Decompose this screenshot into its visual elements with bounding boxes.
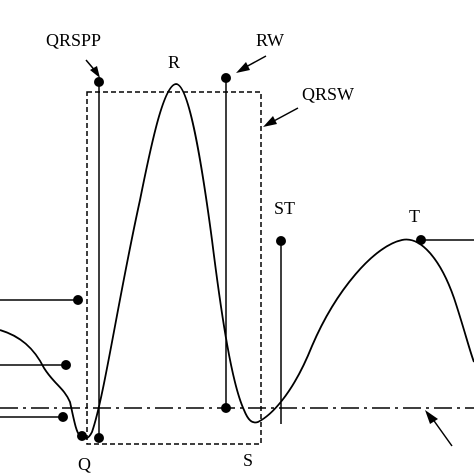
rw-arrowhead: [236, 62, 250, 73]
st-top-dot: [276, 236, 286, 246]
left-marker-dot-2: [61, 360, 71, 370]
label-qrspp: QRSPP: [46, 30, 101, 50]
qrsw-dashed-box: [86, 91, 262, 445]
label-rw: RW: [256, 30, 284, 50]
rw-bottom-dot: [221, 403, 231, 413]
baseline-arrow-line: [431, 417, 453, 447]
ecg-waveform-curve: [0, 83, 474, 440]
qrspp-bottom-dot: [94, 433, 104, 443]
label-st: ST: [274, 198, 295, 218]
left-marker-dot-1: [73, 295, 83, 305]
left-marker-dot-3: [58, 412, 68, 422]
baseline-arrowhead: [425, 410, 438, 424]
label-qrsw: QRSW: [302, 84, 354, 104]
qrsw-arrow-line: [271, 107, 299, 123]
qrspp-arrowhead: [90, 66, 100, 78]
q-point-dot: [77, 431, 87, 441]
label-r: R: [168, 52, 180, 72]
label-q: Q: [78, 454, 91, 474]
rw-top-dot: [221, 73, 231, 83]
qrspp-top-dot: [94, 77, 104, 87]
label-t: T: [409, 206, 420, 226]
label-s: S: [243, 450, 253, 470]
qrsw-arrowhead: [263, 116, 277, 127]
